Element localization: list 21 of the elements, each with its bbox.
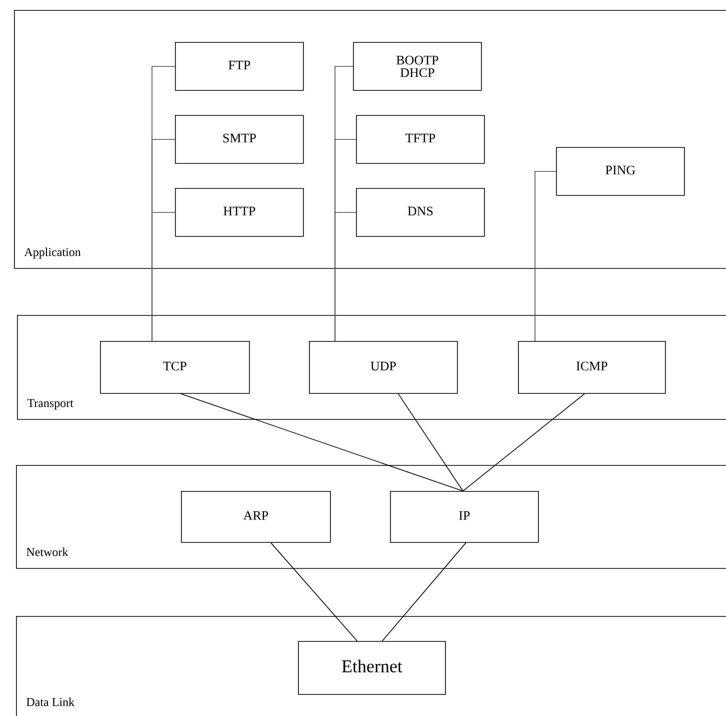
connector-line	[180, 393, 464, 492]
protocol-box: PING	[556, 147, 685, 196]
protocol-box: ARP	[181, 491, 331, 543]
protocol-box: HTTP	[175, 188, 304, 237]
protocol-box: ICMP	[518, 341, 666, 394]
connector-line	[398, 393, 464, 492]
protocol-box: DNS	[356, 188, 485, 237]
protocol-box: IP	[390, 491, 539, 543]
protocol-box: SMTP	[175, 115, 304, 164]
protocol-box: TFTP	[356, 115, 485, 164]
protocol-box: BOOTP DHCP	[353, 42, 482, 91]
connector-line	[270, 542, 358, 642]
protocol-box: UDP	[309, 341, 458, 394]
connector-line	[382, 542, 466, 642]
connector-line	[534, 171, 556, 342]
protocol-box: Ethernet	[298, 641, 446, 695]
connector-line	[334, 212, 356, 342]
connector-line	[462, 393, 585, 492]
connector-line	[152, 212, 176, 342]
protocol-box: TCP	[100, 341, 250, 394]
protocol-box: FTP	[175, 42, 304, 91]
